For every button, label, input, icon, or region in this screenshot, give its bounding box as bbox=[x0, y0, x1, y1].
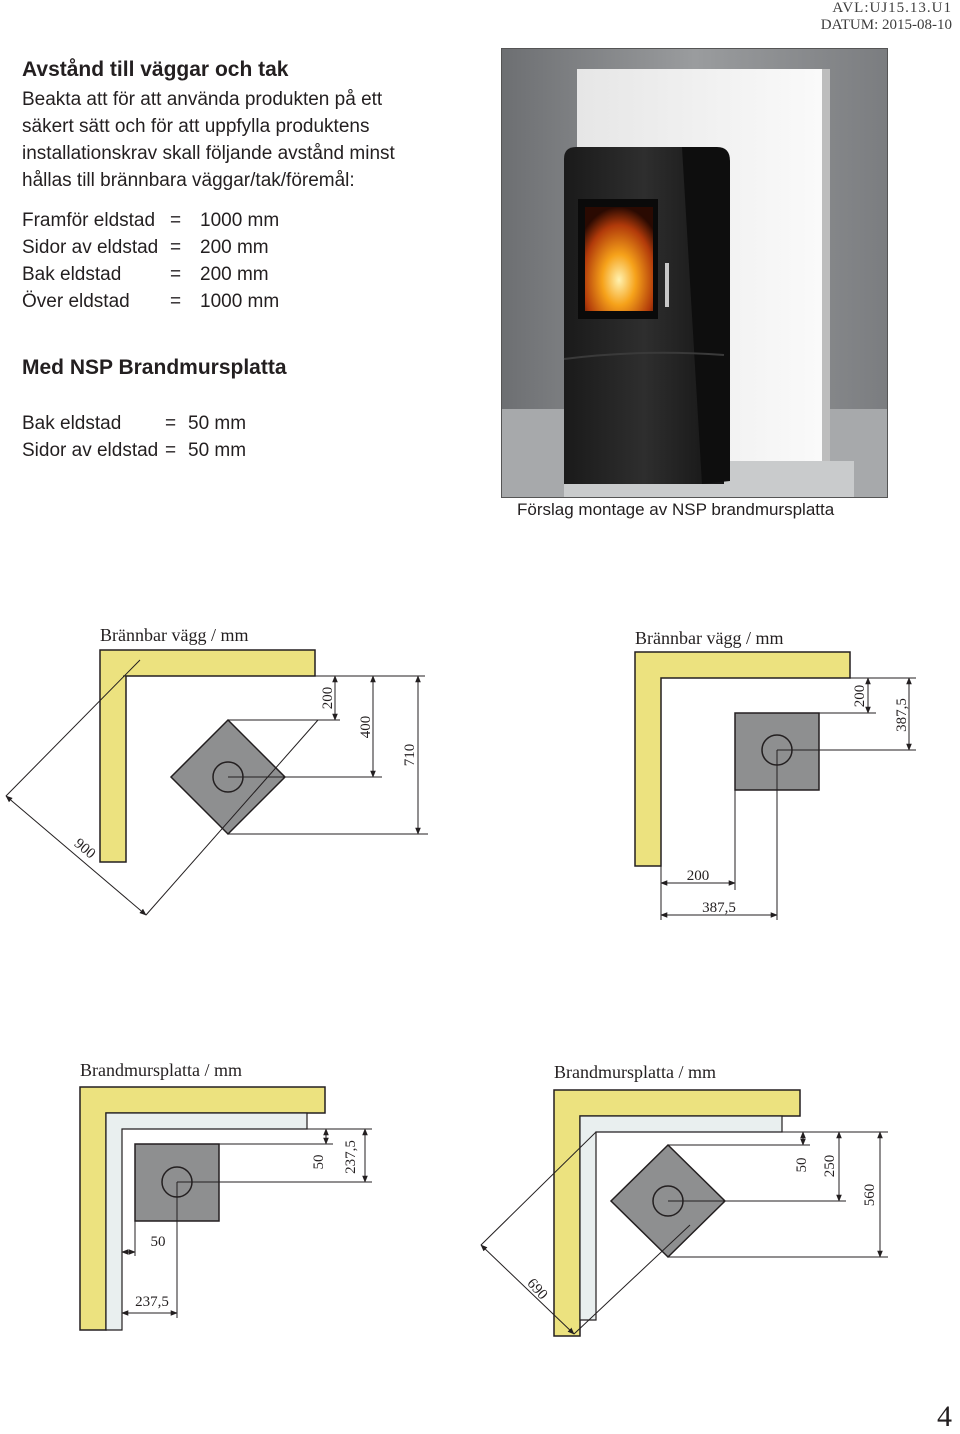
stove-photo bbox=[501, 48, 888, 498]
clearance-label: Sidor av eldstad bbox=[22, 440, 159, 461]
dimension-label: 690 bbox=[523, 1276, 550, 1303]
dimension-label: 50 bbox=[311, 1155, 327, 1170]
dimension-label: 710 bbox=[402, 744, 418, 767]
dimension-label: 50 bbox=[151, 1234, 166, 1250]
clearance-label: Bak eldstad bbox=[22, 413, 122, 434]
diagram-title: Brandmursplatta / mm bbox=[554, 1062, 716, 1082]
dimension-label: 387,5 bbox=[894, 698, 910, 732]
clearance-equals: = bbox=[165, 413, 177, 434]
diagram-combustible-corner-parallel: Brännbar vägg / mm 200 387,5 200 387,5 bbox=[634, 628, 916, 920]
dimension-label: 560 bbox=[862, 1184, 878, 1207]
clearance-value: 200 mm bbox=[200, 264, 269, 285]
diagram-plate-corner-parallel: Brandmursplatta / mm 50 237,5 50 237,5 bbox=[79, 1060, 372, 1331]
clearance-equals: = bbox=[170, 264, 182, 285]
dimension-label: 400 bbox=[358, 716, 374, 739]
stove-illustration bbox=[502, 49, 887, 497]
dimension-label: 200 bbox=[852, 685, 868, 708]
clearance-value: 200 mm bbox=[200, 237, 269, 258]
dimension-label: 237,5 bbox=[135, 1294, 169, 1310]
clearance-value: 1000 mm bbox=[200, 210, 280, 231]
clearance-equals: = bbox=[165, 440, 177, 461]
diagram-title: Brandmursplatta / mm bbox=[80, 1060, 242, 1080]
intro-text: Beakta att för att använda produkten på … bbox=[22, 89, 395, 191]
document-reference: AVL:UJ15.13.U1 DATUM: 2015-08-10 bbox=[821, 0, 952, 34]
clearance-value: 50 mm bbox=[188, 413, 247, 434]
dimension-label: 50 bbox=[794, 1158, 810, 1173]
clearance-label: Framför eldstad bbox=[22, 210, 156, 231]
clearance-label: Över eldstad bbox=[22, 291, 130, 312]
dimension-label: 200 bbox=[687, 868, 710, 884]
reference-date: DATUM: 2015-08-10 bbox=[820, 17, 952, 33]
clearance-label: Sidor av eldstad bbox=[22, 237, 159, 258]
section-heading: Avstånd till väggar och tak bbox=[22, 58, 289, 81]
diagram-title: Brännbar vägg / mm bbox=[635, 628, 783, 648]
diagram-combustible-corner-diagonal: Brännbar vägg / mm 200 400 710 900 bbox=[5, 625, 428, 916]
reference-code: AVL:UJ15.13.U1 bbox=[832, 0, 952, 16]
dimension-label: 900 bbox=[71, 836, 99, 863]
dimension-label: 237,5 bbox=[343, 1140, 359, 1174]
diagram-title: Brännbar vägg / mm bbox=[100, 625, 248, 645]
nsp-heading: Med NSP Brandmursplatta bbox=[22, 356, 287, 379]
clearance-label: Bak eldstad bbox=[22, 264, 122, 285]
clearance-equals: = bbox=[170, 237, 182, 258]
dimension-label: 387,5 bbox=[702, 900, 736, 916]
page-number: 4 bbox=[937, 1400, 952, 1433]
diagram-plate-corner-diagonal: Brandmursplatta / mm 50 250 560 690 bbox=[480, 1062, 888, 1337]
dimension-label: 250 bbox=[822, 1155, 838, 1178]
clearance-value: 1000 mm bbox=[200, 291, 280, 312]
clearance-equals: = bbox=[170, 291, 182, 312]
clearance-value: 50 mm bbox=[188, 440, 247, 461]
dimension-label: 200 bbox=[320, 687, 336, 710]
photo-caption: Förslag montage av NSP brandmursplatta bbox=[517, 500, 835, 519]
clearance-equals: = bbox=[170, 210, 182, 231]
